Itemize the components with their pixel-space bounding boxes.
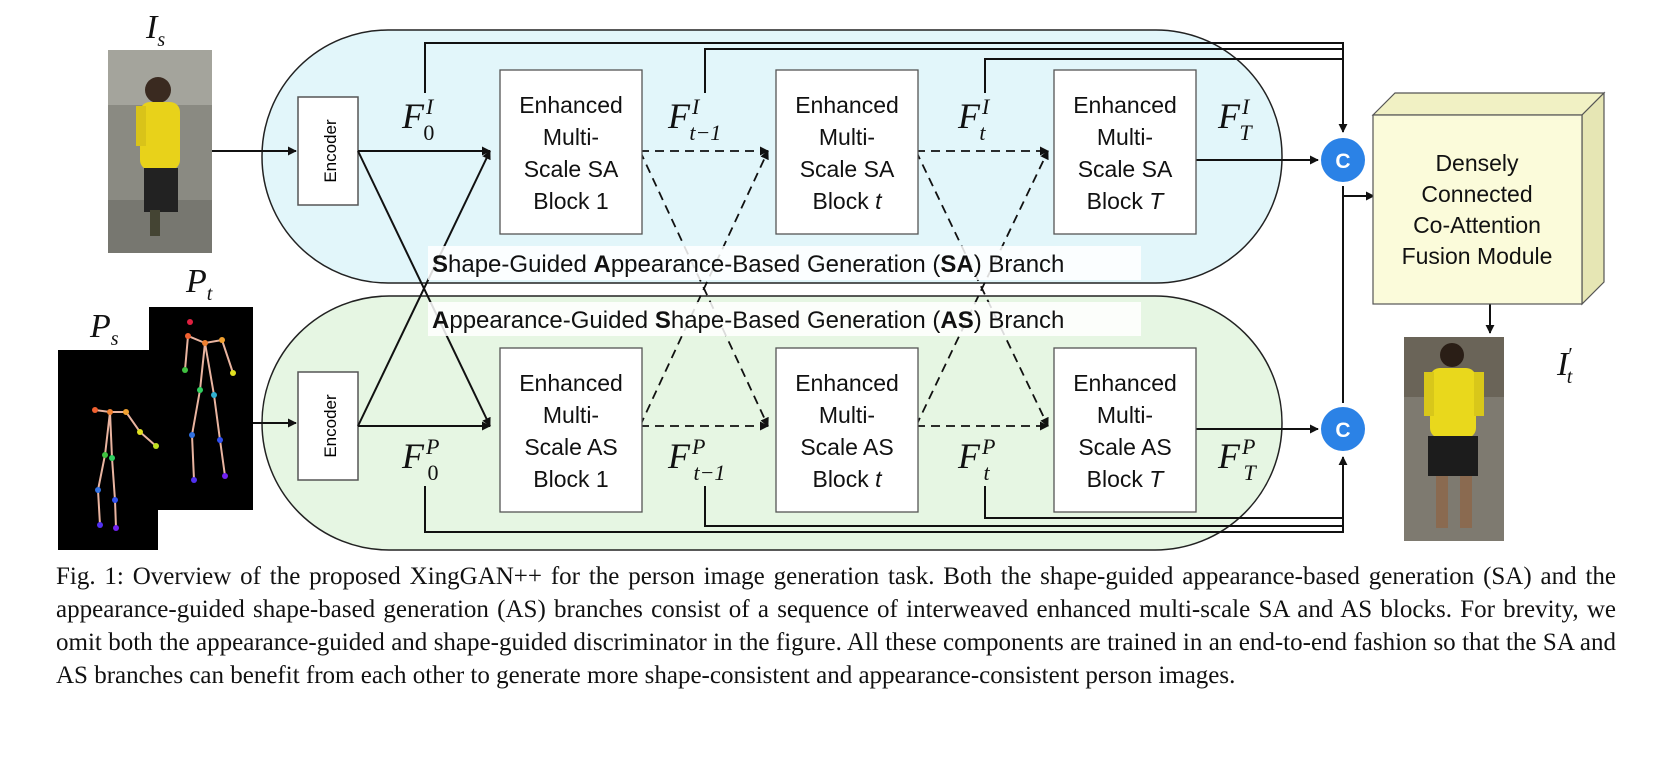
sa-block-T: Enhanced Multi- Scale SA Block T [1053,69,1197,235]
as-block-1: Enhanced Multi- Scale AS Block 1 [499,347,643,513]
sa-block-t: Enhanced Multi- Scale SA Block t [775,69,919,235]
sa-block-T-l3: Scale SA [1078,156,1173,182]
sa-block-1-l2: Multi- [543,124,599,150]
source-pose-map [58,350,159,550]
sa-block-T-l2: Multi- [1097,124,1153,150]
as-block-t-l1: Enhanced [795,370,899,396]
as-block-T-l1: Enhanced [1073,370,1177,396]
as-branch-title: Appearance-Guided Shape-Based Generation… [432,307,1064,334]
sa-encoder: Encoder [297,96,359,206]
as-block-T-l4: Block T [1087,466,1166,492]
sa-block-1-l3: Scale SA [524,156,619,182]
concat-node-sa: C [1321,138,1365,182]
fusion-label-3: Co-Attention [1413,212,1541,238]
as-block-1-l4: Block 1 [533,466,608,492]
concat-node-as: C [1321,407,1365,451]
as-block-T-l2: Multi- [1097,402,1153,428]
as-encoder: Encoder [297,371,359,481]
fusion-label-2: Connected [1421,181,1532,207]
sa-encoder-label: Encoder [321,119,340,183]
sa-block-T-l4: Block T [1087,188,1166,214]
target-pose-map [149,307,253,510]
as-encoder-label: Encoder [321,394,340,458]
generated-person-image [1404,337,1504,541]
label-source-pose: Ps [89,308,119,350]
figure-caption: Fig. 1: Overview of the proposed XingGAN… [56,563,1616,689]
as-block-T: Enhanced Multi- Scale AS Block T [1053,347,1197,513]
fusion-label-1: Densely [1435,150,1519,176]
label-output-image: I′t [1556,344,1573,388]
label-source-image: Is [145,9,165,51]
sa-block-t-l4: Block t [812,188,883,214]
fusion-module: Densely Connected Co-Attention Fusion Mo… [1371,91,1606,306]
fusion-label-4: Fusion Module [1402,243,1553,269]
sa-block-t-l1: Enhanced [795,92,899,118]
as-block-1-l1: Enhanced [519,370,623,396]
as-block-t-l2: Multi- [819,402,875,428]
sa-block-1: Enhanced Multi- Scale SA Block 1 [499,69,643,235]
architecture-diagram: Encoder Encoder C C [58,9,1606,551]
sa-block-t-l2: Multi- [819,124,875,150]
label-target-pose: Pt [185,263,213,305]
as-block-1-l2: Multi- [543,402,599,428]
as-block-t-l3: Scale AS [800,434,893,460]
concat-symbol-sa: C [1335,150,1350,173]
as-block-t: Enhanced Multi- Scale AS Block t [775,347,919,513]
as-block-t-l4: Block t [812,466,883,492]
sa-block-T-l1: Enhanced [1073,92,1177,118]
as-block-1-l3: Scale AS [524,434,617,460]
sa-block-1-l1: Enhanced [519,92,623,118]
sa-block-t-l3: Scale SA [800,156,895,182]
as-block-T-l3: Scale AS [1078,434,1171,460]
sa-block-1-l4: Block 1 [533,188,608,214]
source-person-image [108,50,212,253]
sa-branch-title: Shape-Guided Appearance-Based Generation… [432,251,1064,278]
concat-symbol-as: C [1335,419,1350,442]
